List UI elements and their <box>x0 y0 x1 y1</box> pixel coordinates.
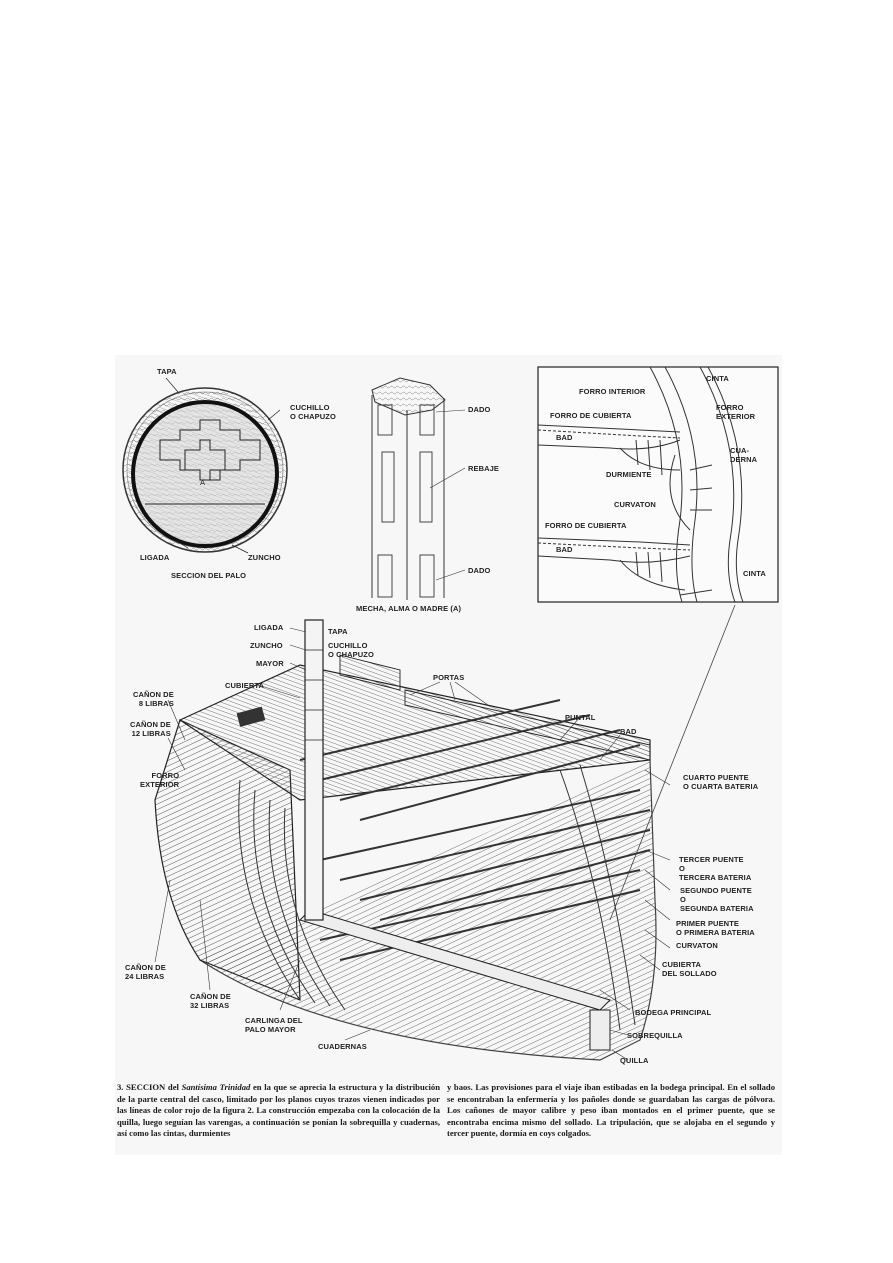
caption-left-column: 3. SECCION del Santísima Trinidad en la … <box>117 1082 440 1140</box>
label-ligada-main: LIGADA <box>254 623 284 632</box>
label-tapa: TAPA <box>157 367 177 376</box>
label-zuncho: ZUNCHO <box>248 553 281 562</box>
label-curvaton-detail: CURVATON <box>614 500 656 509</box>
label-canon-12: CAÑON DE 12 LIBRAS <box>130 720 171 738</box>
mast-core-drawing <box>371 377 466 600</box>
label-cuaderna: CUA- DERNA <box>730 446 758 464</box>
label-curvaton-main: CURVATON <box>676 941 718 950</box>
label-canon-8: CAÑON DE 8 LIBRAS <box>133 690 174 708</box>
label-bodega-principal: BODEGA PRINCIPAL <box>635 1008 712 1017</box>
label-tercer-puente: TERCER PUENTE O TERCERA BATERIA <box>679 855 752 882</box>
caption-left-text: en la que se aprecia la estructura y la … <box>117 1082 440 1139</box>
label-bad-main: BAD <box>620 727 637 736</box>
hull-cutaway-drawing <box>154 619 671 1061</box>
label-primer-puente: PRIMER PUENTE O PRIMERA BATERIA <box>676 919 755 937</box>
label-center-mark: A <box>200 478 206 487</box>
label-dado-top: DADO <box>468 405 491 414</box>
label-sobrequilla: SOBREQUILLA <box>627 1031 683 1040</box>
label-cubierta-sollado: CUBIERTA DEL SOLLADO <box>662 960 717 978</box>
mast-section-title: SECCION DEL PALO <box>171 571 247 580</box>
label-durmiente: DURMIENTE <box>606 470 652 479</box>
label-forro-exterior-main: FORRO EXTERIOR <box>140 771 180 789</box>
label-canon-32: CAÑON DE 32 LIBRAS <box>190 992 231 1010</box>
label-bad-top: BAD <box>556 433 573 442</box>
label-cuchillo-main: CUCHILLO O CHAPUZO <box>328 641 374 659</box>
hull-detail-drawing <box>537 366 779 921</box>
label-cinta-top: CINTA <box>706 374 729 383</box>
label-zuncho-main: ZUNCHO <box>250 641 283 650</box>
label-mayor: MAYOR <box>256 659 284 668</box>
label-forro-exterior: FORRO EXTERIOR <box>716 403 756 421</box>
label-bad-bottom: BAD <box>556 545 573 554</box>
label-ligada: LIGADA <box>140 553 170 562</box>
label-rebaje: REBAJE <box>468 464 500 473</box>
label-canon-24: CAÑON DE 24 LIBRAS <box>125 963 166 981</box>
label-puntal: PUNTAL <box>565 713 596 722</box>
label-cuarto-puente: CUARTO PUENTE O CUARTA BATERIA <box>683 773 759 791</box>
label-cinta-bottom: CINTA <box>743 569 766 578</box>
label-quilla: QUILLA <box>620 1056 649 1065</box>
label-cuadernas: CUADERNAS <box>318 1042 367 1051</box>
label-forro-interior: FORRO INTERIOR <box>579 387 646 396</box>
label-tapa-main: TAPA <box>328 627 348 636</box>
label-cubierta: CUBIERTA <box>225 681 264 690</box>
label-forro-cubierta-bottom: FORRO DE CUBIERTA <box>545 521 627 530</box>
label-portas: PORTAS <box>433 673 465 682</box>
caption-lead: 3. SECCION del <box>117 1082 182 1092</box>
label-dado-bottom: DADO <box>468 566 491 575</box>
mast-core-title: MECHA, ALMA O MADRE (A) <box>356 604 462 613</box>
caption-right-column: y baos. Las provisiones para el viaje ib… <box>447 1082 775 1139</box>
mast-section-drawing <box>122 377 288 554</box>
caption-ship-name: Santísima Trinidad <box>181 1082 251 1092</box>
label-cuchillo: CUCHILLO O CHAPUZO <box>290 403 336 421</box>
label-segundo-puente: SEGUNDO PUENTE O SEGUNDA BATERIA <box>680 886 754 913</box>
label-forro-cubierta-top: FORRO DE CUBIERTA <box>550 411 632 420</box>
label-carlinga: CARLINGA DEL PALO MAYOR <box>245 1016 303 1034</box>
